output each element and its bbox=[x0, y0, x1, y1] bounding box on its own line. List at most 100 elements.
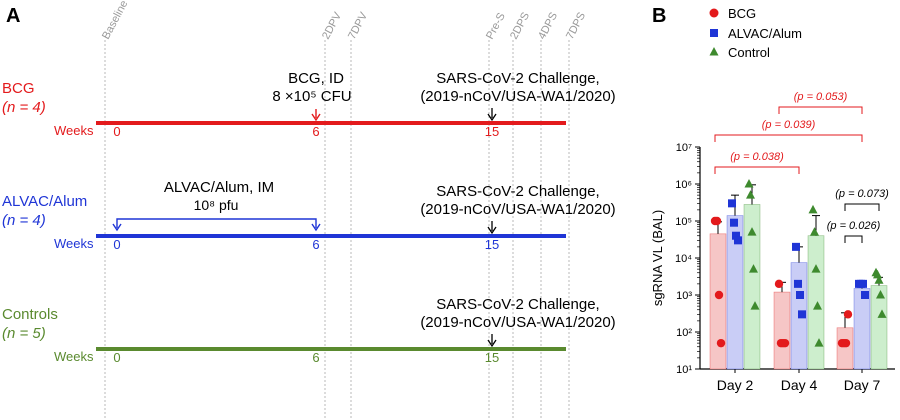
y-tick-label: 10⁷ bbox=[676, 142, 692, 154]
data-point bbox=[734, 236, 742, 245]
comparison-bracket bbox=[714, 134, 863, 142]
legend-marker-control bbox=[709, 47, 719, 56]
vaccine-bracket bbox=[116, 218, 317, 228]
data-point bbox=[749, 264, 758, 273]
x-tick-label-day-4: Day 4 bbox=[781, 377, 818, 393]
comparison-p-0-073: (p = 0.073) bbox=[835, 188, 889, 211]
challenge-line-2: (2019-nCoV/USA-WA1/2020) bbox=[420, 314, 615, 331]
data-point bbox=[728, 199, 736, 208]
data-point bbox=[810, 227, 819, 236]
marker-label-pre-s: Pre-S bbox=[484, 11, 508, 41]
vaccine-arrow-head bbox=[311, 113, 321, 122]
data-point bbox=[841, 338, 851, 348]
challenge-line-2: (2019-nCoV/USA-WA1/2020) bbox=[420, 201, 615, 218]
week-tick-6: 6 bbox=[312, 350, 319, 365]
group-name: Controls bbox=[2, 306, 58, 323]
weeks-label: Weeks bbox=[54, 349, 94, 364]
data-point bbox=[780, 338, 790, 348]
data-point bbox=[730, 218, 738, 227]
comparison-bracket bbox=[844, 235, 863, 243]
bar-bcg-day-2 bbox=[709, 233, 727, 370]
vaccine-line-1: ALVAC/Alum, IM bbox=[164, 179, 274, 196]
group-name: BCG bbox=[2, 80, 35, 97]
vaccine-line-2: 10⁸ pfu bbox=[194, 197, 239, 213]
marker-label-2dps: 2DPS bbox=[508, 10, 532, 41]
data-point bbox=[794, 279, 802, 288]
data-point bbox=[808, 204, 818, 214]
week-tick-6: 6 bbox=[312, 124, 319, 139]
data-point bbox=[813, 301, 822, 310]
comparison-bracket bbox=[714, 166, 800, 174]
group-name: ALVAC/Alum bbox=[2, 193, 87, 210]
data-point bbox=[814, 338, 824, 347]
data-point bbox=[796, 291, 804, 299]
group-controls: Controls (n = 5) Weeks 0 6 15 SARS-CoV-2 Chall… bbox=[2, 296, 616, 365]
week-tick-0: 0 bbox=[113, 124, 120, 139]
weeks-label: Weeks bbox=[54, 123, 94, 138]
bar-bcg-day-7 bbox=[836, 327, 854, 370]
data-point bbox=[744, 179, 754, 188]
comparison-p-0-038: (p = 0.038) bbox=[714, 151, 800, 174]
series-control bbox=[743, 179, 888, 370]
bar-alvac-alum-day-7 bbox=[853, 288, 871, 370]
challenge-arrow-head bbox=[487, 339, 497, 348]
data-point bbox=[712, 216, 722, 226]
y-tick-label: 10⁴ bbox=[675, 253, 692, 265]
group-n: (n = 5) bbox=[2, 325, 46, 342]
data-point bbox=[716, 338, 726, 348]
panel-a-label: A bbox=[6, 5, 20, 27]
comparison-bracket bbox=[778, 106, 863, 114]
data-point bbox=[873, 269, 882, 279]
week-tick-0: 0 bbox=[113, 237, 120, 252]
comparison-p-0-053: (p = 0.053) bbox=[778, 91, 863, 114]
y-tick-label: 10¹ bbox=[676, 364, 692, 376]
comparison-label: (p = 0.038) bbox=[730, 151, 784, 163]
challenge-line-1: SARS-CoV-2 Challenge, bbox=[436, 296, 599, 313]
week-tick-0: 0 bbox=[113, 350, 120, 365]
week-tick-15: 15 bbox=[485, 237, 499, 252]
data-point bbox=[750, 301, 760, 310]
y-tick-label: 10³ bbox=[676, 290, 692, 302]
data-point bbox=[774, 279, 784, 289]
legend-label-alvac-alum: ALVAC/Alum bbox=[728, 26, 802, 41]
comparison-label: (p = 0.053) bbox=[794, 91, 848, 103]
data-point bbox=[811, 264, 821, 273]
data-point bbox=[876, 290, 885, 299]
data-point bbox=[746, 190, 755, 199]
vaccine-line-1: BCG, ID bbox=[288, 70, 344, 87]
legend-label-bcg: BCG bbox=[728, 6, 756, 21]
challenge-arrow-head bbox=[487, 113, 497, 122]
vaccine-line-2: 8 ×10⁵ CFU bbox=[272, 88, 351, 105]
bracket-arrow-left bbox=[112, 223, 122, 232]
bar-control-day-4 bbox=[807, 235, 825, 370]
week-tick-15: 15 bbox=[485, 124, 499, 139]
data-point bbox=[798, 310, 806, 319]
marker-label-7dpv: 7DPV bbox=[346, 10, 370, 42]
comparison-label: (p = 0.039) bbox=[762, 119, 816, 131]
comparison-label: (p = 0.026) bbox=[827, 220, 881, 232]
challenge-line-1: SARS-CoV-2 Challenge, bbox=[436, 70, 599, 87]
panel-b-label: B bbox=[652, 5, 666, 27]
week-tick-6: 6 bbox=[312, 237, 319, 252]
legend-marker-bcg bbox=[709, 8, 719, 18]
data-point bbox=[874, 275, 884, 284]
series-alvac-alum bbox=[726, 194, 871, 370]
y-tick-label: 10⁵ bbox=[675, 216, 692, 228]
bar-bcg-day-4 bbox=[773, 291, 791, 370]
week-tick-15: 15 bbox=[485, 350, 499, 365]
marker-label-4dps: 4DPS bbox=[536, 10, 560, 41]
comparison-p-0-039: (p = 0.039) bbox=[714, 119, 863, 142]
bracket-arrow-right bbox=[311, 223, 321, 232]
legend-marker-alvac-alum bbox=[710, 29, 718, 37]
challenge-line-1: SARS-CoV-2 Challenge, bbox=[436, 183, 599, 200]
data-point bbox=[859, 279, 867, 288]
x-tick-label-day-7: Day 7 bbox=[844, 377, 881, 393]
series-bcg bbox=[709, 216, 854, 370]
challenge-line-2: (2019-nCoV/USA-WA1/2020) bbox=[420, 88, 615, 105]
